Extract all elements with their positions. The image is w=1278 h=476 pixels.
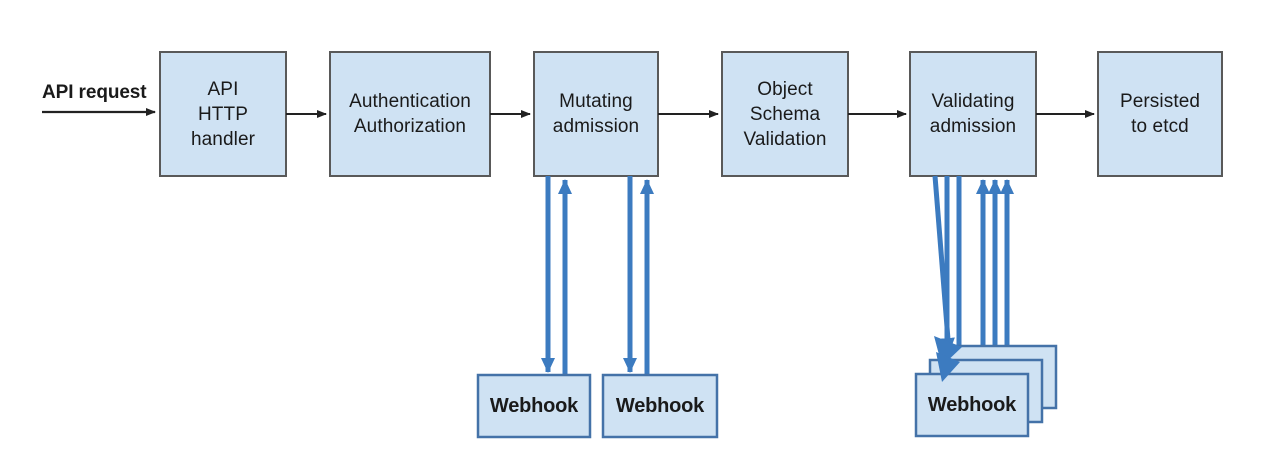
stage-box-persisted-to-etcd[interactable] xyxy=(1097,51,1223,177)
webhook-box-validating-front[interactable] xyxy=(914,372,1030,438)
webhook-box-mutating-2[interactable] xyxy=(601,373,719,439)
stage-box-object-schema[interactable] xyxy=(721,51,849,177)
stage-boxes xyxy=(159,51,1223,177)
validating-arrowheads-overlay xyxy=(934,336,962,382)
stage-box-authentication[interactable] xyxy=(329,51,491,177)
validating-webhook-call-2 xyxy=(940,176,1002,374)
stage-box-validating-admission[interactable] xyxy=(909,51,1037,177)
validating-arrowhead-2 xyxy=(936,352,960,382)
webhook-box-mutating-1[interactable] xyxy=(476,373,592,439)
stage-box-api-http-handler[interactable] xyxy=(159,51,287,177)
webhook-boxes xyxy=(476,344,1058,439)
mutating-webhook-call-2 xyxy=(623,176,654,375)
stage-box-mutating-admission[interactable] xyxy=(533,51,659,177)
mutating-webhook-call-1 xyxy=(541,176,572,375)
